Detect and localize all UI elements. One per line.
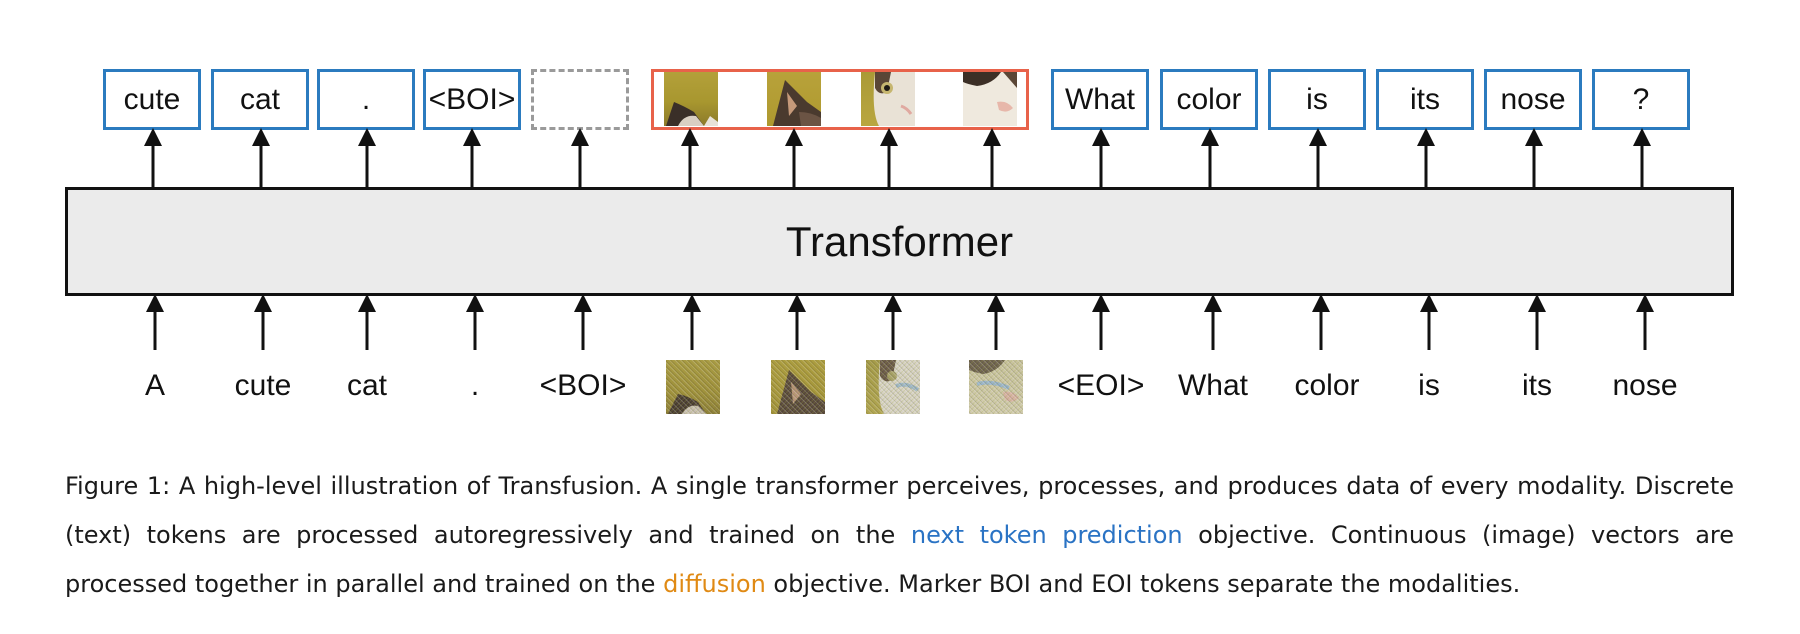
- output-arrows: [144, 128, 1651, 187]
- cat-face-patch-icon: [873, 72, 915, 126]
- cat-image-patch: [767, 72, 821, 126]
- input-token: nose: [1612, 369, 1678, 402]
- noisy-cat-head-patch-icon: [777, 370, 825, 414]
- output-token-box: color: [1160, 69, 1258, 130]
- input-token: <EOI>: [1057, 369, 1145, 402]
- output-token-box: cute: [103, 69, 201, 130]
- output-token-label: its: [1410, 82, 1440, 116]
- output-token-label: color: [1176, 82, 1242, 116]
- output-token-label: <BOI>: [428, 82, 516, 116]
- noisy-image-patch: [866, 360, 920, 414]
- caption-highlight-diffusion: diffusion: [663, 570, 766, 598]
- input-token: .: [470, 369, 480, 402]
- output-token-label: cat: [239, 82, 281, 116]
- input-token: color: [1294, 369, 1360, 402]
- output-token-label: ?: [1632, 82, 1650, 116]
- input-token: A: [144, 369, 165, 402]
- cat-head-patch-icon: [773, 80, 821, 126]
- noisy-cat-ear-patch-icon: [668, 394, 706, 414]
- output-token-box: .: [317, 69, 415, 130]
- input-token: cute: [234, 369, 292, 402]
- transformer-label: Transformer: [785, 217, 1014, 265]
- input-token: cat: [346, 369, 388, 402]
- input-arrows: [146, 294, 1654, 350]
- output-token-label: nose: [1500, 82, 1566, 116]
- transfusion-figure: cute cat . <BOI> W: [65, 69, 1734, 414]
- noisy-cat-nose-patch-icon: [969, 360, 1019, 402]
- input-token: <BOI>: [539, 369, 627, 402]
- cat-image-patch: [861, 72, 915, 126]
- output-token-label: cute: [123, 82, 181, 116]
- output-token-label: What: [1064, 82, 1136, 116]
- noisy-image-patch: [771, 360, 825, 414]
- input-token: is: [1418, 369, 1440, 402]
- cat-image-patch: [963, 72, 1017, 126]
- output-token-box: is: [1268, 69, 1366, 130]
- figure-caption: Figure 1: A high-level illustration of T…: [65, 462, 1734, 609]
- caption-text-part3: objective. Marker BOI and EOI tokens sep…: [765, 570, 1521, 598]
- noisy-image-patch: [969, 360, 1023, 414]
- noisy-cat-face-patch-icon: [878, 360, 920, 414]
- noisy-image-patch: [666, 360, 720, 414]
- output-token-label: is: [1306, 82, 1328, 116]
- input-token: What: [1177, 369, 1249, 402]
- caption-text-part1: A high-level illustration of Transfusion…: [65, 472, 1734, 549]
- cat-ear-patch-icon: [666, 102, 718, 126]
- caption-text-part2: objective. Continuous (image) vectors ar…: [65, 521, 1735, 598]
- output-token-label: .: [361, 82, 371, 116]
- caption-label: Figure 1:: [65, 472, 171, 500]
- cat-image-patch: [664, 72, 718, 126]
- caption-highlight-next-token-prediction: next token prediction: [910, 521, 1183, 549]
- input-token: its: [1522, 369, 1552, 402]
- arrows-layer: [144, 128, 1654, 350]
- cat-nose-patch-icon: [963, 72, 1017, 112]
